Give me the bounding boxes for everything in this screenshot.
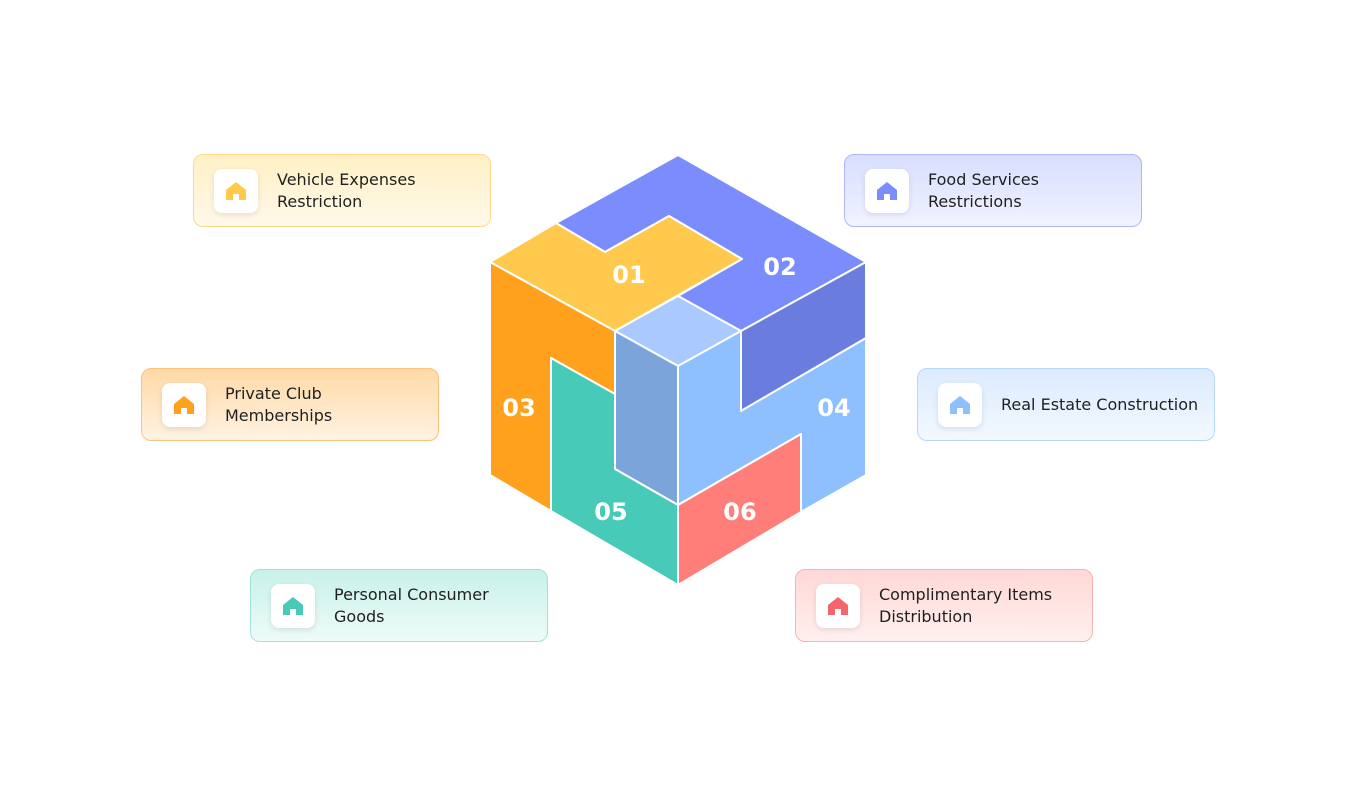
card-label: Complimentary Items Distribution (879, 584, 1053, 626)
card-label: Vehicle Expenses Restriction (277, 169, 416, 211)
label-card-06: Complimentary Items Distribution (795, 569, 1093, 642)
card-label: Real Estate Construction (1001, 394, 1199, 414)
label-card-04: Real Estate Construction (917, 368, 1215, 441)
label-card-01: Vehicle Expenses Restriction (193, 154, 491, 227)
piece-number: 03 (502, 394, 535, 422)
piece-number: 01 (612, 261, 645, 289)
piece-number: 05 (594, 498, 627, 526)
house-icon (271, 583, 315, 628)
house-icon (816, 583, 860, 628)
label-card-03: Private Club Memberships (141, 368, 439, 441)
piece-number: 04 (817, 394, 850, 422)
piece-06 (677, 433, 802, 586)
piece-number: 02 (763, 253, 796, 281)
house-icon (938, 382, 982, 427)
card-label: Food Services Restrictions (928, 169, 1039, 211)
house-icon (214, 168, 258, 213)
piece-number: 06 (723, 498, 756, 526)
card-label: Personal Consumer Goods (334, 584, 489, 626)
card-label: Private Club Memberships (225, 383, 333, 425)
house-icon (865, 168, 909, 213)
label-card-02: Food Services Restrictions (844, 154, 1142, 227)
label-card-05: Personal Consumer Goods (250, 569, 548, 642)
house-icon (162, 382, 206, 427)
